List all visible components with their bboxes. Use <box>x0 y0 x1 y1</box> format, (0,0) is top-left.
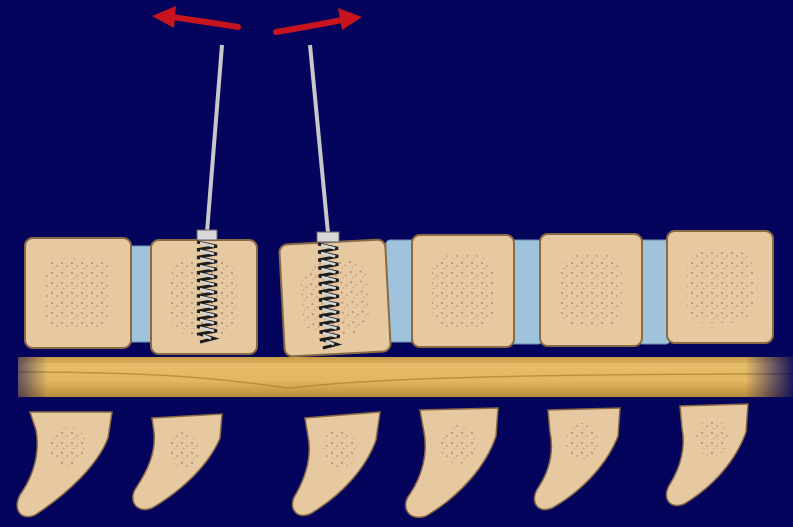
spinous-process-3 <box>292 412 380 515</box>
left-distractor-rod <box>207 45 222 232</box>
spinous-process-2 <box>133 414 222 509</box>
right-distraction-arrow <box>276 20 342 32</box>
vertebral-body-6 <box>667 231 773 343</box>
posterior-longitudinal-ligament <box>0 352 793 402</box>
spinous-process-1 <box>17 412 112 517</box>
distraction-arrows <box>152 6 362 32</box>
spinous-process-4 <box>406 408 498 517</box>
left-distraction-arrow <box>172 17 238 27</box>
spinous-process-5 <box>534 408 620 509</box>
vertebral-body-4 <box>412 235 514 347</box>
right-arrowhead <box>338 8 362 30</box>
vertebral-body-1 <box>25 238 131 348</box>
spinous-processes <box>17 404 748 517</box>
vertebral-body-5 <box>540 234 642 346</box>
right-distractor-rod <box>310 45 328 233</box>
spinous-process-6 <box>666 404 748 505</box>
left-arrowhead <box>152 6 176 28</box>
